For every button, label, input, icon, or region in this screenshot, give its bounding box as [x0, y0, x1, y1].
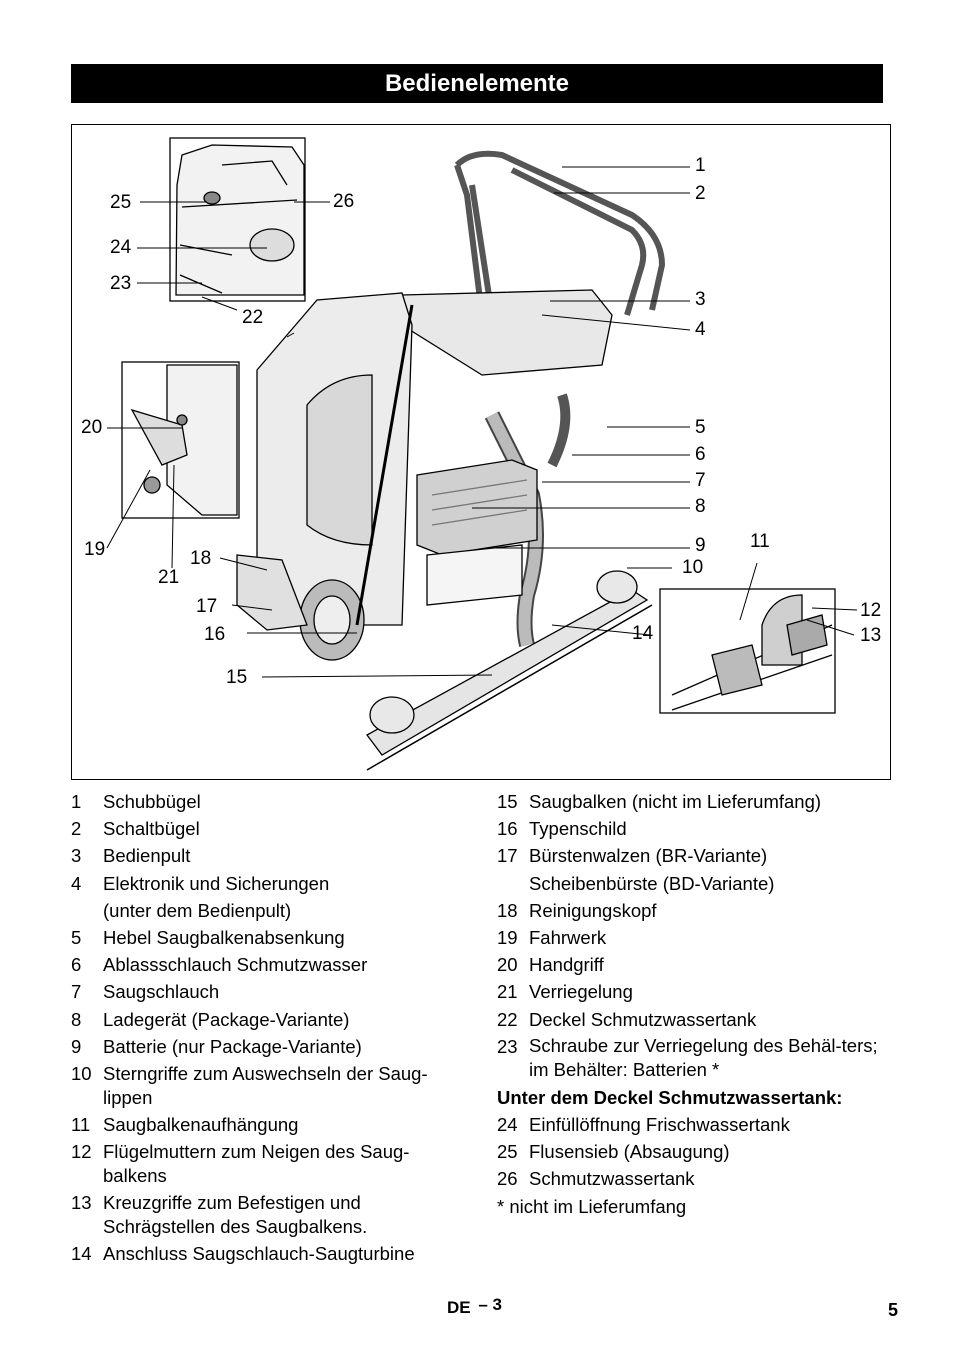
callout-19: 19: [84, 539, 106, 560]
callout-5: 5: [695, 417, 706, 438]
callout-11: 11: [750, 531, 770, 552]
footer-language: DE – 3: [447, 1295, 502, 1317]
callout-24: 24: [110, 237, 132, 258]
callout-10: 10: [682, 557, 704, 578]
machine-drawing: [106, 137, 858, 771]
callout-1: 1: [695, 155, 706, 176]
callout-4: 4: [695, 319, 706, 340]
callout-17: 17: [196, 596, 218, 617]
callout-7: 7: [695, 470, 706, 491]
callout-12: 12: [860, 600, 882, 621]
callout-26: 26: [333, 191, 355, 212]
page-title: Bedienelemente: [71, 64, 883, 103]
subheading: Unter dem Deckel Schmutzwassertank:: [497, 1086, 843, 1108]
callout-15: 15: [226, 667, 248, 688]
callout-20: 20: [81, 417, 103, 438]
footnote: * nicht im Lieferumfang: [497, 1195, 687, 1217]
callout-22: 22: [242, 307, 264, 328]
list-item-continued: (unter dem Bedienpult): [103, 899, 292, 921]
page-number: 5: [888, 1300, 899, 1320]
callout-14: 14: [632, 623, 654, 644]
callout-16: 16: [204, 624, 226, 645]
callout-6: 6: [695, 444, 706, 465]
callout-23: 23: [110, 273, 132, 294]
callout-18: 18: [190, 548, 212, 569]
list-item-continued: Scheibenbürste (BD-Variante): [529, 872, 775, 894]
callout-25: 25: [110, 192, 132, 213]
callout-8: 8: [695, 496, 706, 517]
callout-2: 2: [695, 183, 706, 204]
callout-13: 13: [860, 625, 882, 646]
machine-illustration: 1 2 3 4 5 6 7 8 9 10 11 12 13 14 15 16 1…: [71, 124, 891, 780]
callout-3: 3: [695, 289, 706, 310]
callout-21: 21: [158, 567, 180, 588]
callout-9: 9: [695, 535, 706, 556]
